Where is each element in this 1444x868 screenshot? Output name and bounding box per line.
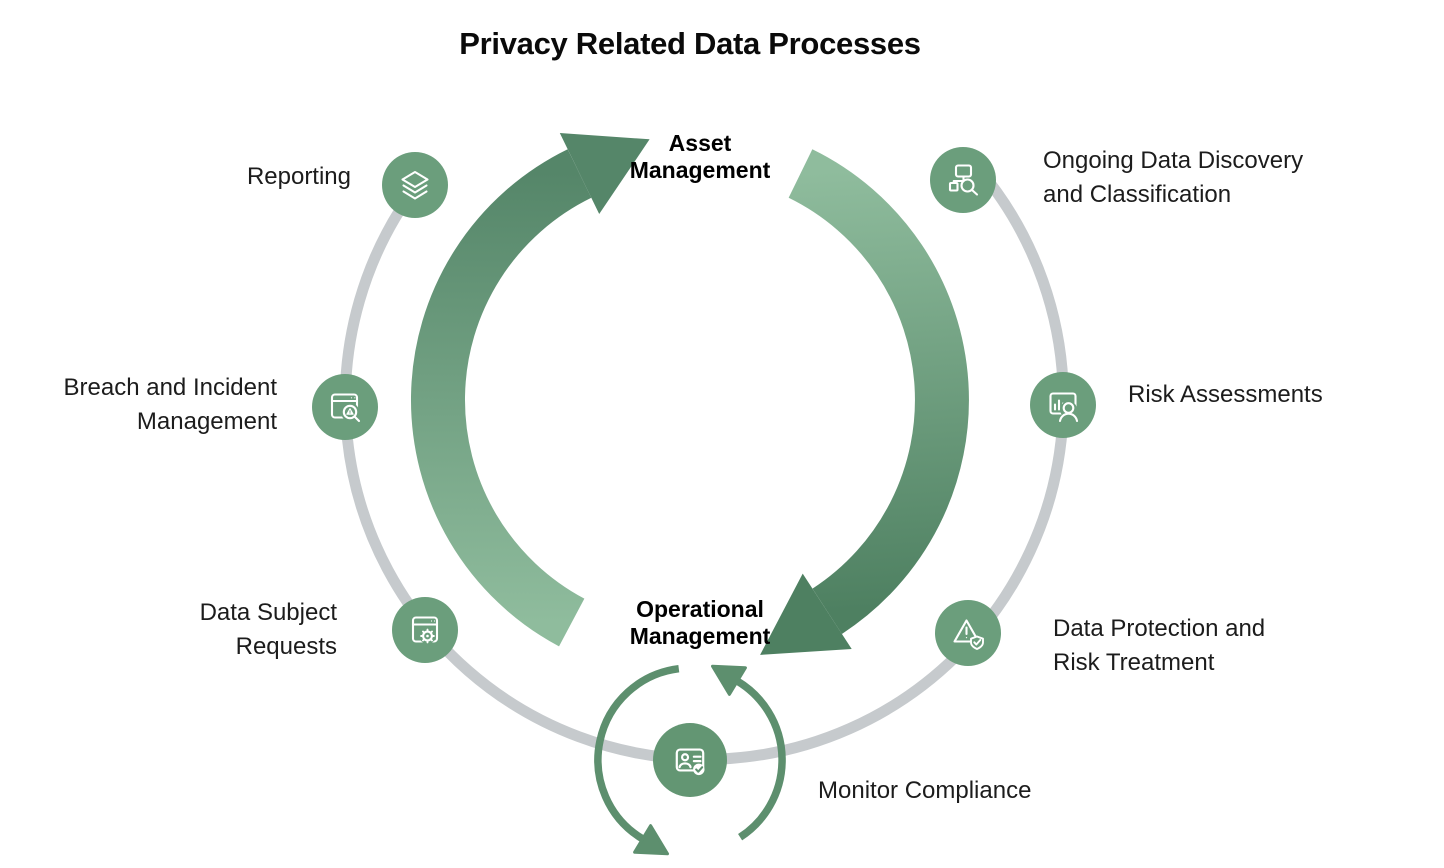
warning-shield-check-icon — [953, 619, 984, 650]
node-breach — [312, 374, 378, 440]
node-label-reporting: Reporting — [246, 163, 351, 190]
cycle-arrow-up-left — [411, 133, 650, 647]
cycle-arrow-down-right — [760, 149, 969, 655]
node-monitor — [653, 723, 727, 797]
page-title: Privacy Related Data Processes — [459, 26, 921, 61]
node-reporting — [382, 152, 448, 218]
node-discovery — [930, 147, 996, 213]
arrowhead-up-right — [559, 133, 650, 214]
window-search-alert-icon — [330, 393, 361, 423]
sitemap-search-icon — [948, 164, 979, 196]
arrowhead-down-left — [760, 573, 852, 655]
refresh-loop-icon — [594, 664, 786, 856]
node-label-risk: Risk Assessments — [1128, 381, 1323, 408]
label-asset-management: Asset Management — [629, 130, 771, 183]
node-label-monitor: Monitor Compliance — [818, 777, 1032, 804]
node-risk — [1030, 372, 1096, 438]
window-gear-icon — [411, 616, 439, 644]
presentation-person-icon — [1049, 392, 1079, 423]
node-dataprotection — [935, 600, 1001, 666]
id-card-check-icon — [675, 748, 705, 776]
layers-icon — [401, 170, 429, 200]
label-operational-management: Operational Management — [629, 596, 771, 649]
node-dsr — [392, 597, 458, 663]
